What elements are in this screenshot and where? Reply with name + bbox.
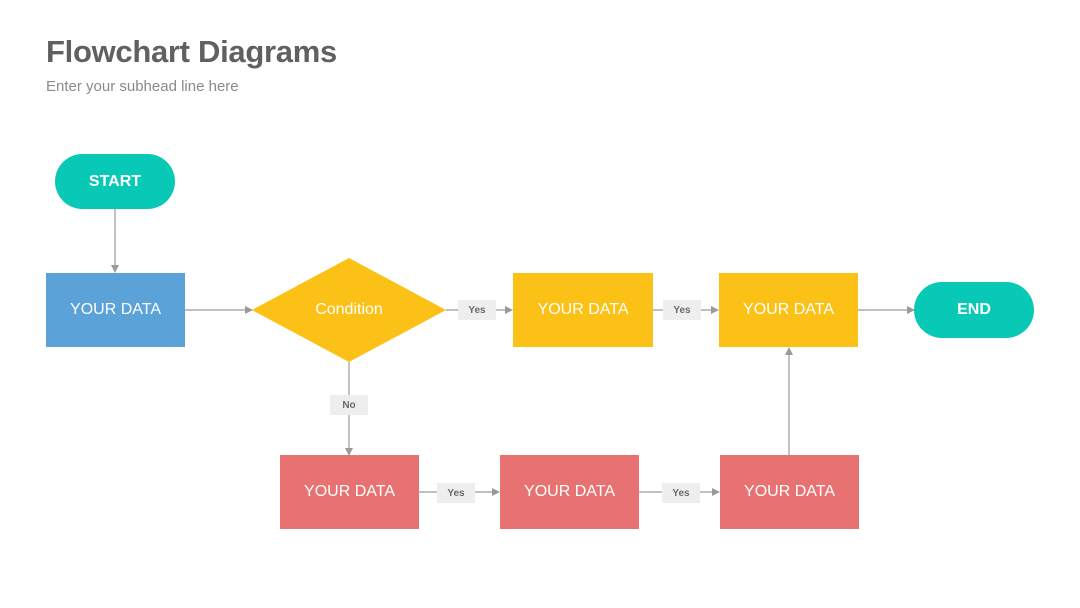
no-data-box-1: YOUR DATA (280, 455, 419, 529)
no-data-box-2: YOUR DATA (500, 455, 639, 529)
input-data-box: YOUR DATA (46, 273, 185, 347)
end-label: END (957, 301, 991, 318)
slide-title: Flowchart Diagrams (46, 34, 337, 69)
no-data-box-2-label: YOUR DATA (524, 483, 615, 500)
yes-data-box-1: YOUR DATA (513, 273, 653, 347)
slide-subtitle: Enter your subhead line here (46, 78, 239, 95)
start-terminal: START (55, 154, 175, 209)
edge-label-yes-1: Yes (458, 300, 496, 320)
end-terminal: END (914, 282, 1034, 338)
edge-label-yes-4: Yes (662, 483, 700, 503)
condition-diamond: Condition (252, 258, 446, 362)
yes-data-box-1-label: YOUR DATA (537, 301, 629, 318)
no-data-box-3: YOUR DATA (720, 455, 859, 529)
yes-data-box-2: YOUR DATA (719, 273, 858, 347)
input-data-label: YOUR DATA (70, 301, 161, 318)
edge-label-yes-2: Yes (663, 300, 701, 320)
no-data-box-3-label: YOUR DATA (744, 483, 835, 500)
yes-data-box-2-label: YOUR DATA (743, 301, 834, 318)
edge-label-no: No (330, 395, 368, 415)
edge-label-yes-3: Yes (437, 483, 475, 503)
no-data-box-1-label: YOUR DATA (304, 483, 395, 500)
start-label: START (88, 172, 142, 190)
condition-label: Condition (315, 301, 383, 318)
